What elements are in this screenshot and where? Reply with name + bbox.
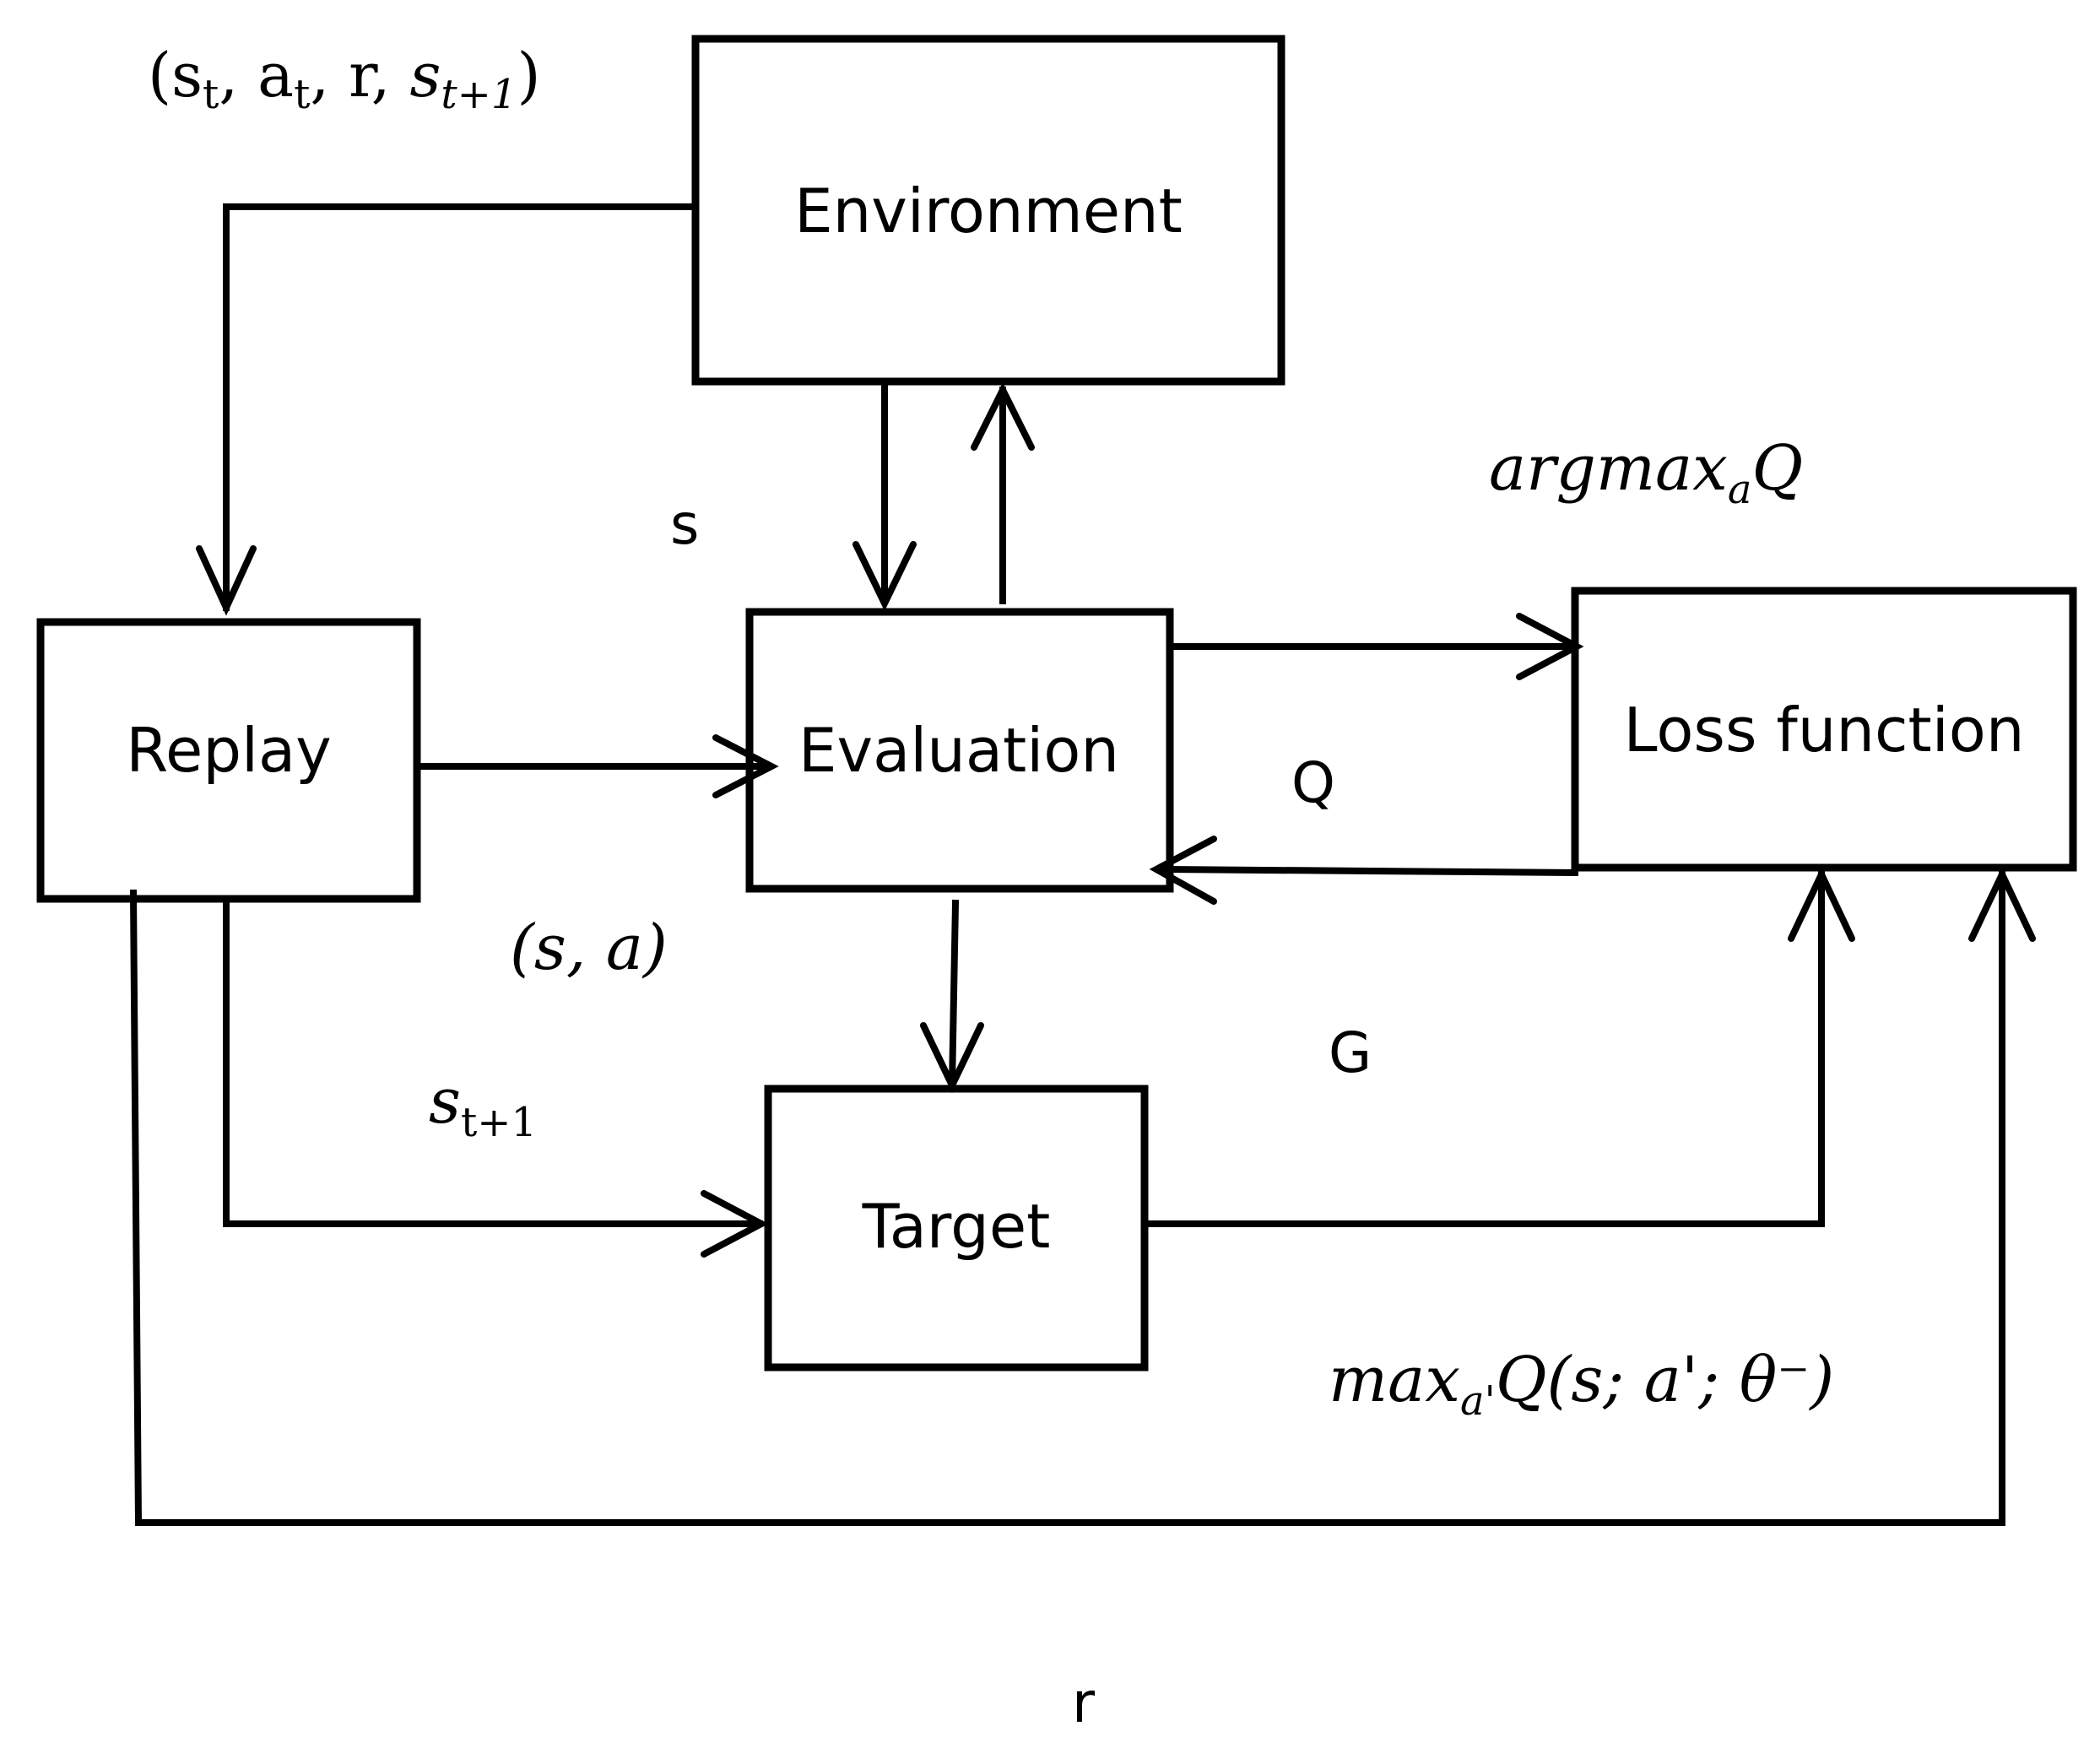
edge-evaluation-to-environment [971,382,1035,604]
environment-node: Environment [691,35,1285,386]
edge-evaluation-to-target [920,899,984,1094]
evaluation-label: Evaluation [798,715,1119,786]
max-q-target-label: maxa'Q(s; a'; θ⁻) [1329,1344,1834,1425]
edge-replay-to-evaluation [417,734,779,798]
replay-label: Replay [126,715,332,786]
loss-function-label: Loss function [1624,695,2025,766]
edge-environment-to-replay [196,203,695,616]
next-state-label: st+1 [429,1065,537,1146]
edge-replay-to-loss-reward [129,866,2036,1526]
transition-tuple-label: (st, at, r, st+1) [148,40,541,118]
environment-label: Environment [794,176,1183,246]
argmax-label: argmaxaQ [1489,432,1803,513]
state-action-label: (s, a) [510,912,668,984]
edge-environment-to-evaluation [852,383,917,612]
edge-target-to-loss [1143,866,1855,1227]
reward-label: r [1072,1670,1096,1735]
replay-node: Replay [36,618,421,903]
target-node: Target [764,1085,1149,1372]
target-label: Target [862,1191,1051,1262]
q-label: Q [1291,750,1335,815]
state-label: s [670,492,699,557]
edge-loss-to-evaluation [1149,836,1579,905]
edge-evaluation-to-loss [1170,613,1584,680]
g-label: G [1329,1020,1372,1085]
edge-replay-to-target [223,900,769,1258]
loss-function-node: Loss function [1571,587,2077,872]
evaluation-node: Evaluation [745,608,1174,893]
